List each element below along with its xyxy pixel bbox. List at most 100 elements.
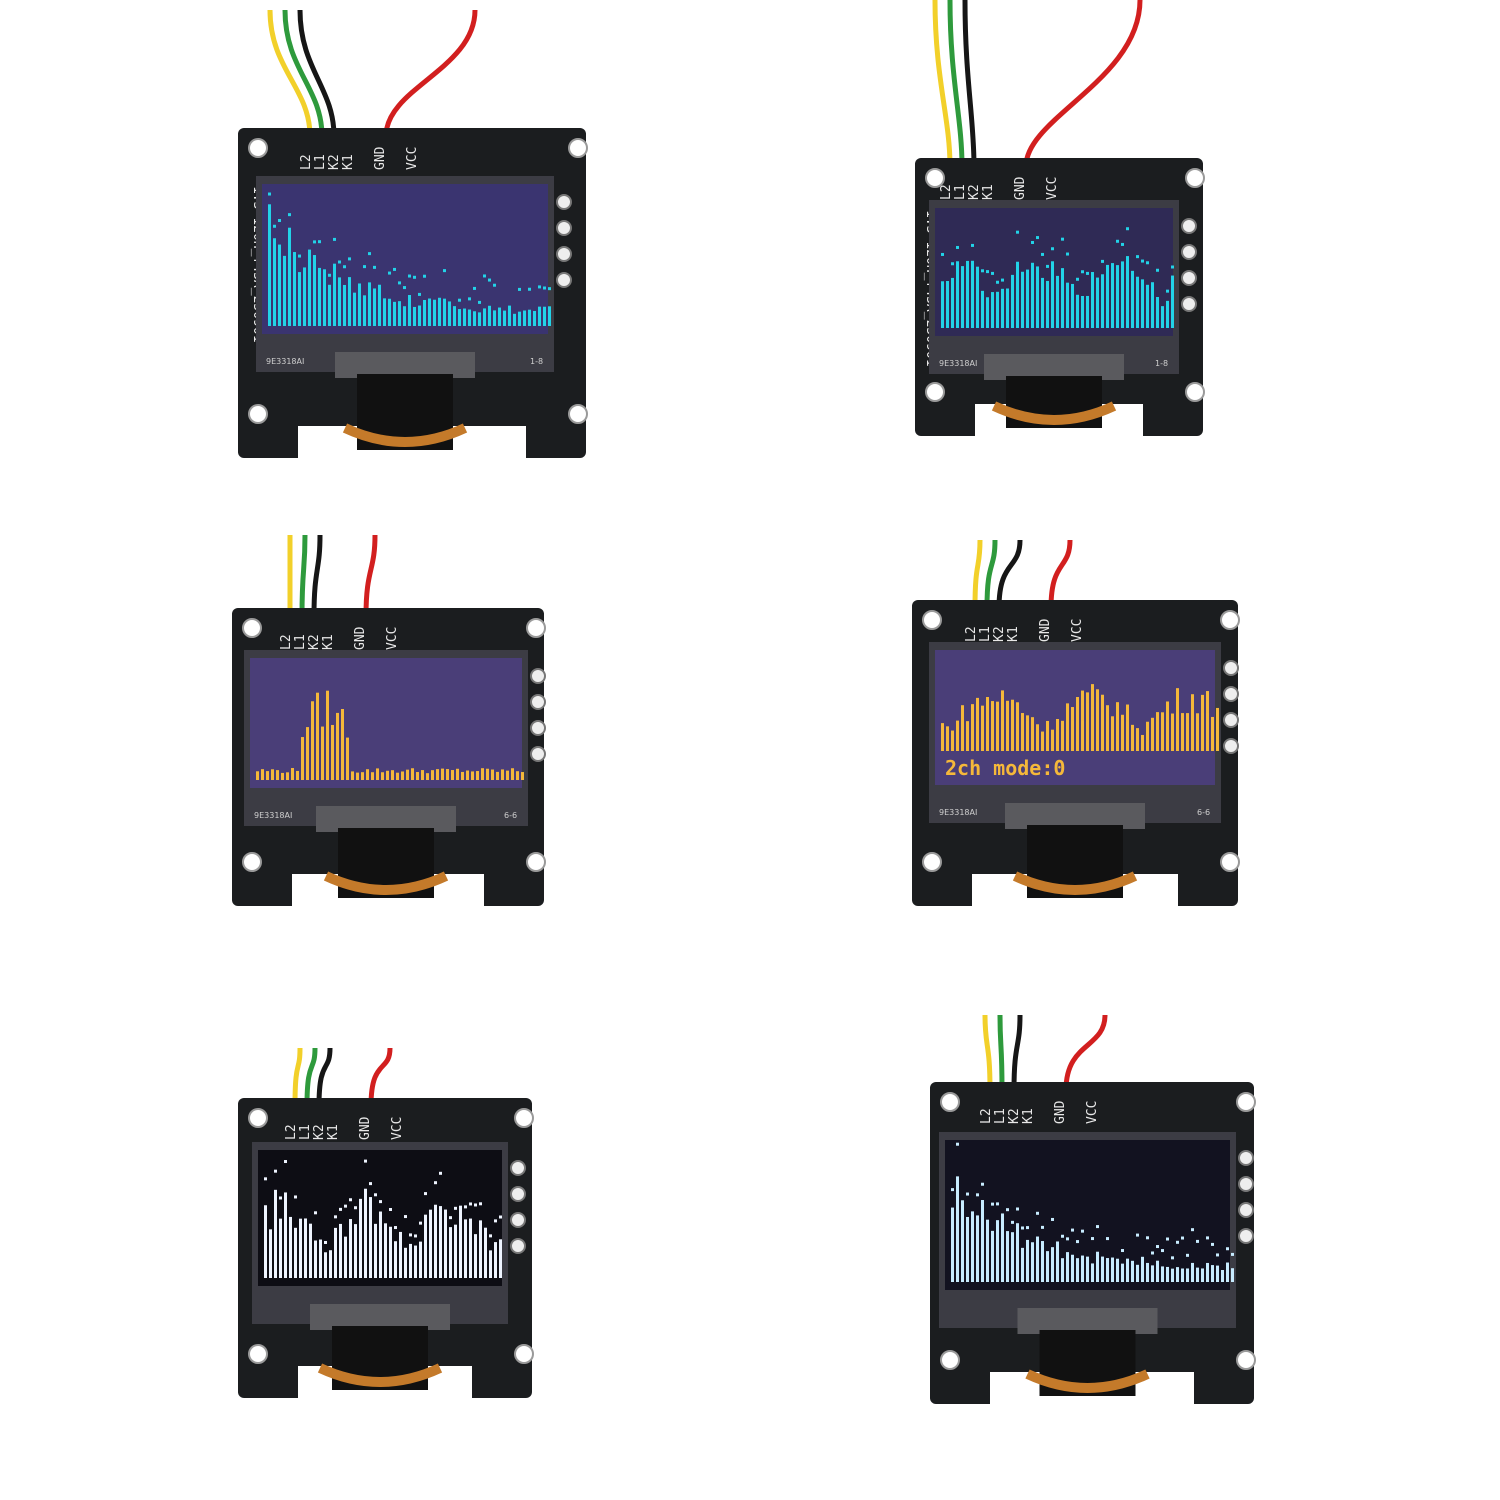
peak-dot xyxy=(1151,1251,1154,1255)
pin-label: L2 xyxy=(279,634,294,650)
wire xyxy=(972,539,983,609)
wire xyxy=(947,0,965,167)
mounting-hole xyxy=(568,138,588,158)
spectrum-bar xyxy=(1066,1252,1069,1282)
spectrum-bar xyxy=(339,1223,342,1278)
spectrum-bar xyxy=(416,772,419,780)
peak-dot xyxy=(1036,236,1039,240)
spectrum-bar xyxy=(343,284,346,326)
peak-dot xyxy=(971,243,974,247)
peak-dot xyxy=(424,1192,427,1196)
spectrum-bar xyxy=(1116,1258,1119,1282)
spectrum-bar xyxy=(476,771,479,780)
peak-dot xyxy=(956,1142,959,1146)
peak-dot xyxy=(1206,1236,1209,1240)
spectrum-bar xyxy=(1016,261,1019,328)
spectrum-display xyxy=(941,227,1174,328)
spectrum-bar xyxy=(448,301,451,326)
mounting-hole xyxy=(940,1092,960,1112)
spectrum-bar xyxy=(323,269,326,326)
spectrum-bar xyxy=(351,771,354,780)
spectrum-bar xyxy=(991,701,994,751)
chip-code: 9E3318AI xyxy=(939,808,977,817)
peak-dot xyxy=(996,1202,999,1206)
spectrum-bar xyxy=(261,769,264,780)
peak-dot xyxy=(1081,270,1084,274)
pin-label: K1 xyxy=(326,1124,341,1140)
spectrum-bar xyxy=(271,769,274,780)
peak-dot xyxy=(1146,1236,1149,1240)
peak-dot xyxy=(404,1215,407,1219)
spectrum-bar xyxy=(359,1198,362,1278)
spectrum-bar xyxy=(418,305,421,326)
spectrum-bar xyxy=(379,1211,382,1278)
flex-tape xyxy=(1005,803,1145,829)
peak-dot xyxy=(1196,1239,1199,1243)
spectrum-bar xyxy=(1136,728,1139,751)
chip-code: 9E3318AI xyxy=(939,359,977,368)
wire xyxy=(311,534,323,617)
solder-pad xyxy=(530,694,546,710)
spectrum-bar xyxy=(318,267,321,326)
spectrum-bar xyxy=(301,737,304,780)
peak-dot xyxy=(389,1208,392,1212)
peak-dot xyxy=(288,213,291,217)
mounting-hole xyxy=(1236,1092,1256,1112)
spectrum-bar xyxy=(1201,1268,1204,1282)
peak-dot xyxy=(369,1182,372,1186)
peak-dot xyxy=(1051,247,1054,251)
spectrum-bar xyxy=(1106,1258,1109,1282)
peak-dot xyxy=(1046,264,1049,268)
peak-dot xyxy=(374,1193,377,1197)
spectrum-bar xyxy=(1001,288,1004,328)
spectrum-bar xyxy=(371,772,374,780)
flex-ribbon xyxy=(991,401,1117,425)
spectrum-bar xyxy=(369,1197,372,1278)
spectrum-bar xyxy=(1176,1267,1179,1282)
peak-dot xyxy=(264,1177,267,1181)
spectrum-bar xyxy=(1156,1260,1159,1282)
spectrum-bar xyxy=(1026,269,1029,328)
spectrum-bar xyxy=(303,267,306,326)
peak-dot xyxy=(334,1215,337,1219)
peak-dot xyxy=(1016,1207,1019,1211)
solder-pad xyxy=(1238,1150,1254,1166)
pin-label: L2 xyxy=(299,154,314,170)
spectrum-bar xyxy=(278,244,281,326)
spectrum-bar xyxy=(408,295,411,326)
wire xyxy=(304,1047,318,1107)
spectrum-bar xyxy=(329,1250,332,1278)
spectrum-bar xyxy=(1171,275,1174,328)
peak-dot xyxy=(1166,289,1169,293)
spectrum-bar xyxy=(1076,1258,1079,1282)
flex-tape xyxy=(335,352,475,378)
spectrum-bar xyxy=(434,1204,437,1278)
spectrum-bar xyxy=(501,769,504,780)
mounting-hole xyxy=(514,1344,534,1364)
peak-dot xyxy=(499,1215,502,1219)
peak-dot xyxy=(324,1240,327,1244)
spectrum-bar xyxy=(1076,294,1079,328)
peak-dot xyxy=(348,257,351,261)
peak-dot xyxy=(363,265,366,269)
mounting-hole xyxy=(922,610,942,630)
spectrum-bar xyxy=(1086,1256,1089,1282)
peak-dot xyxy=(1031,240,1034,244)
spectrum-bar xyxy=(334,1227,337,1278)
spectrum-bar xyxy=(439,1206,442,1278)
peak-dot xyxy=(354,1206,357,1210)
spectrum-bar xyxy=(493,310,496,326)
peak-dot xyxy=(1231,1252,1234,1256)
spectrum-bar xyxy=(456,768,459,780)
solder-pad xyxy=(530,668,546,684)
spectrum-bar xyxy=(291,768,294,780)
spectrum-bar xyxy=(1111,263,1114,328)
peak-dot xyxy=(956,245,959,249)
spectrum-bar xyxy=(471,771,474,780)
spectrum-bar xyxy=(1196,1267,1199,1282)
spectrum-bar xyxy=(396,772,399,780)
peak-dot xyxy=(1001,278,1004,282)
spectrum-bar xyxy=(961,705,964,751)
